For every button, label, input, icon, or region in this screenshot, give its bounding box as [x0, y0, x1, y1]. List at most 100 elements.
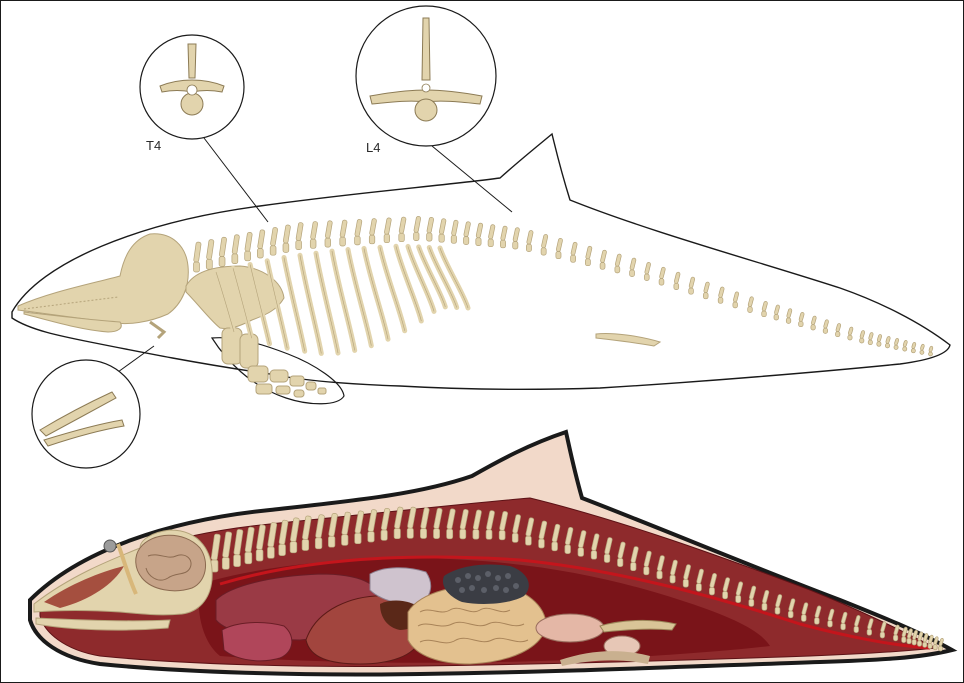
- vertebra-body: [923, 642, 927, 647]
- vertebra-body: [222, 557, 229, 569]
- vertebra-body: [868, 340, 872, 345]
- vertebra-body: [920, 350, 924, 354]
- vertebra-body: [928, 643, 932, 648]
- heart: [222, 623, 292, 661]
- vertebra-body: [368, 532, 374, 543]
- vertebra-body: [600, 263, 605, 270]
- l4-label: L4: [366, 140, 380, 155]
- vertebra-body: [674, 283, 679, 289]
- vertebra-body: [447, 529, 453, 539]
- vertebra-body: [907, 638, 911, 644]
- vertebra-body: [394, 528, 400, 538]
- vertebra-body: [355, 236, 361, 245]
- vertebra-body: [381, 530, 387, 540]
- vertebra-body: [290, 542, 297, 553]
- vertebra-body: [315, 538, 322, 549]
- vertebra-body: [245, 251, 251, 261]
- vertebra-body: [473, 530, 479, 540]
- vertebra-body: [860, 338, 864, 343]
- vertebra-body: [718, 297, 723, 303]
- vertebra-body: [683, 579, 688, 587]
- eye: [104, 540, 116, 552]
- vertebra-body: [736, 595, 741, 602]
- brain: [136, 535, 206, 591]
- vertebra-body: [848, 335, 852, 340]
- vertebra-body: [618, 558, 623, 566]
- t4-label: T4: [146, 138, 161, 153]
- vertebra-body: [526, 536, 532, 545]
- vertebra-body: [310, 239, 316, 248]
- vertebra-body: [854, 626, 859, 632]
- vertebra-body: [512, 533, 518, 542]
- vertebra-body: [644, 567, 649, 575]
- vertebra-body: [476, 238, 481, 246]
- vertebra-body: [894, 345, 898, 349]
- vertebra-body: [296, 240, 302, 249]
- vertebra-body: [407, 528, 413, 538]
- vertebra-body: [342, 535, 349, 546]
- vertebra-body: [328, 536, 335, 547]
- vertebra-body: [696, 584, 701, 592]
- vertebra-body: [867, 629, 872, 635]
- vertebra-body: [488, 239, 493, 247]
- vertebra-body: [206, 259, 212, 269]
- vertebra-body: [219, 257, 225, 267]
- vertebra-body: [256, 550, 263, 562]
- vertebra-body: [571, 255, 576, 262]
- pelvic-callout: [32, 346, 154, 468]
- vertebra-body: [439, 234, 444, 242]
- vertebra-body: [877, 342, 881, 347]
- vertebra-body: [486, 530, 492, 540]
- vertebra-body: [591, 551, 597, 560]
- vertebra-body: [399, 233, 405, 241]
- vertebra-body: [733, 302, 738, 308]
- vertebra-body: [774, 314, 779, 320]
- vertebra-body: [500, 240, 505, 248]
- vertebra-body: [659, 279, 664, 285]
- vertebra-body: [748, 307, 753, 313]
- vertebra-body: [762, 311, 767, 317]
- vertebra-body: [427, 233, 432, 241]
- vertebra-body: [420, 529, 426, 539]
- vertebra-body: [911, 349, 915, 353]
- vertebra-body: [232, 254, 238, 264]
- vertebra-body: [460, 529, 466, 539]
- vertebra-body: [578, 548, 584, 557]
- vertebra-body: [836, 332, 840, 337]
- vertebra-body: [703, 293, 708, 299]
- vertebra-body: [434, 529, 440, 539]
- vertebra-body: [670, 575, 675, 583]
- skeleton-panel: T4 L4: [12, 6, 950, 468]
- vertebra-body: [762, 603, 767, 610]
- vertebra-body: [556, 252, 561, 259]
- t4-callout: T4: [140, 35, 268, 222]
- vertebra-body: [723, 591, 728, 598]
- t4-neural-canal: [187, 85, 197, 95]
- vertebra-body: [302, 539, 309, 550]
- vertebra-body: [268, 547, 275, 558]
- vertebra-body: [257, 249, 263, 259]
- kidney: [536, 614, 604, 642]
- vertebra-body: [885, 343, 889, 348]
- vertebra-body: [541, 248, 546, 255]
- vertebra-body: [811, 325, 815, 330]
- organ-panel: [30, 432, 952, 675]
- vertebra-body: [828, 621, 833, 628]
- vertebra-body: [234, 555, 241, 567]
- vertebra-body: [939, 646, 943, 651]
- vertebra-body: [902, 637, 906, 643]
- vertebra-body: [615, 266, 620, 273]
- vertebra-body: [657, 571, 662, 579]
- vertebra-body: [270, 246, 276, 255]
- vertebra-body: [369, 235, 375, 244]
- vertebra-body: [539, 539, 545, 548]
- vertebra-body: [917, 641, 921, 647]
- vertebra-body: [823, 328, 827, 333]
- vertebra-body: [585, 259, 590, 266]
- vertebra-body: [245, 552, 252, 564]
- vertebra-body: [630, 270, 635, 277]
- vertebra-body: [749, 599, 754, 606]
- l4-neural-canal: [422, 84, 430, 92]
- vertebra-body: [194, 262, 200, 272]
